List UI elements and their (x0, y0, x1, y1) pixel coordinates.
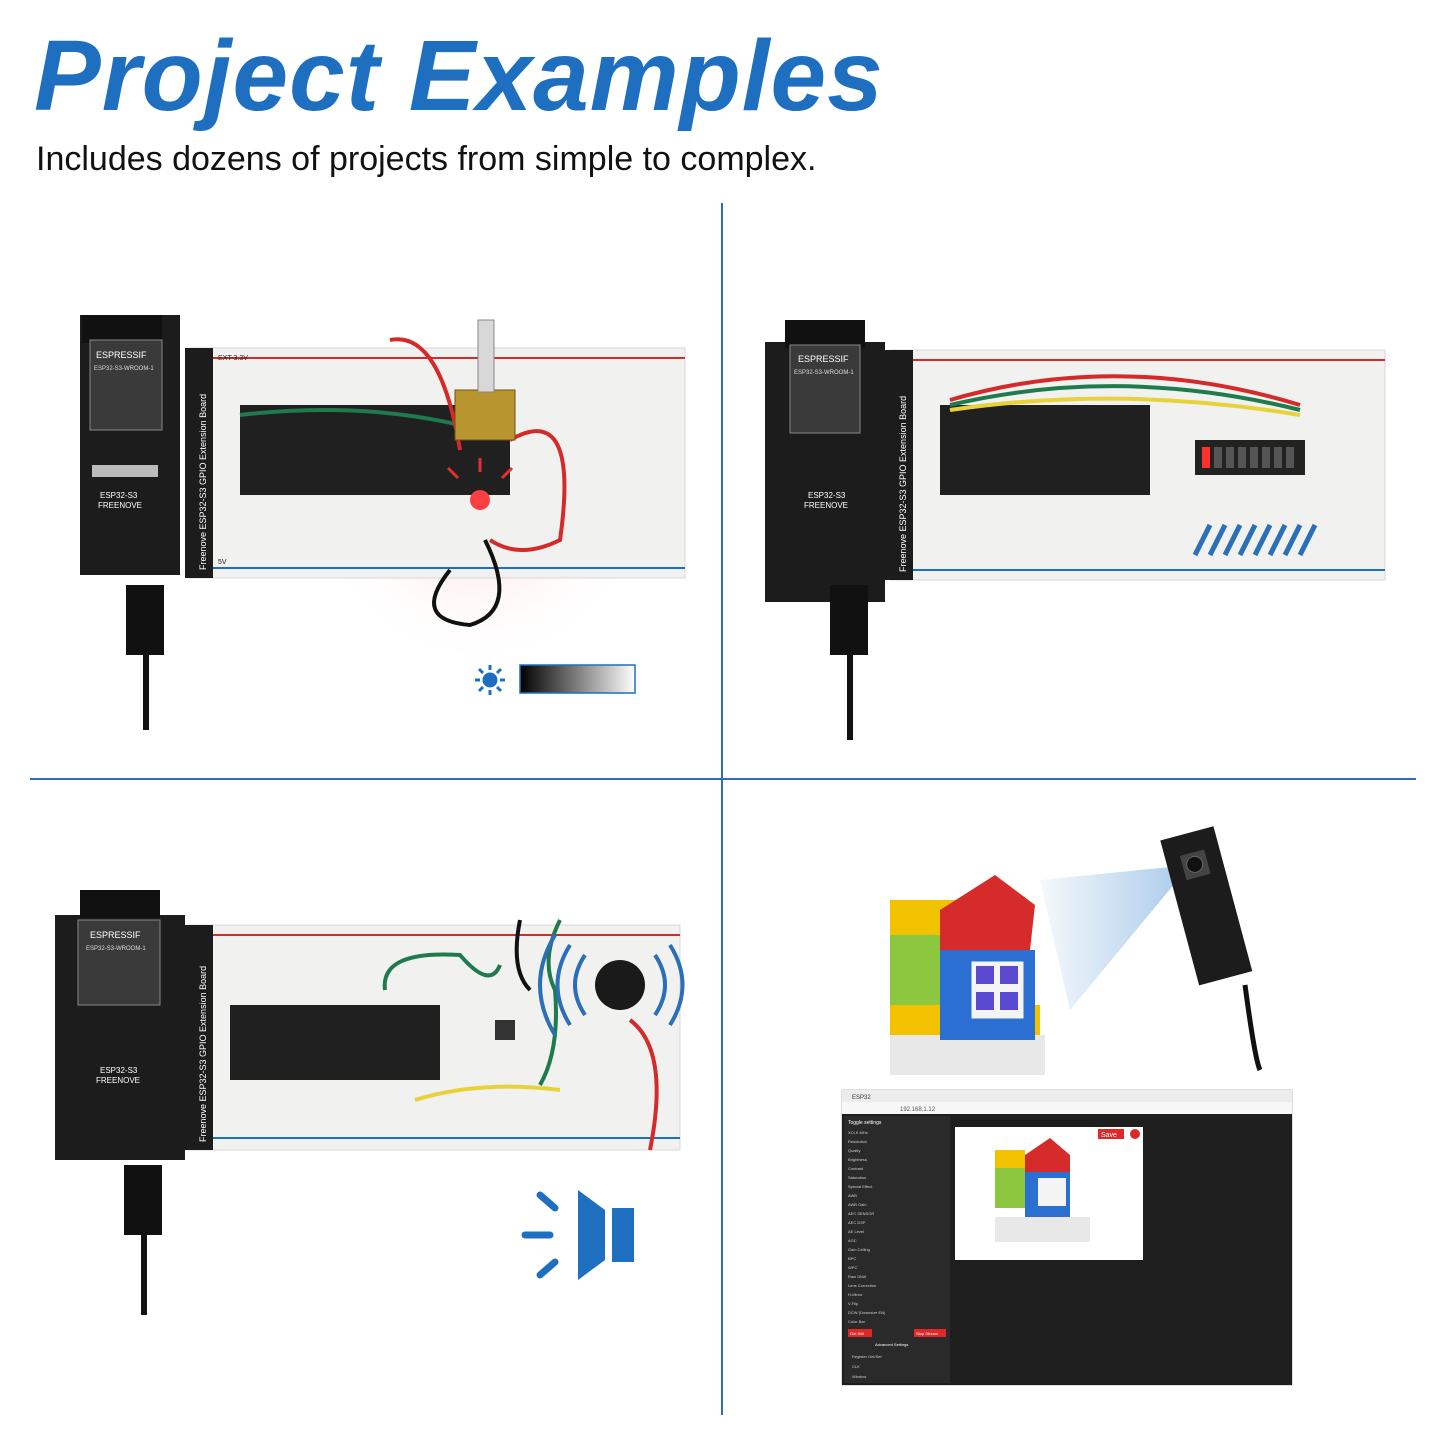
svg-text:Color Bar: Color Bar (848, 1319, 866, 1324)
chip-label: ESP32-S3 (100, 491, 138, 500)
brand-label: FREENOVE (98, 501, 142, 510)
extension-label: Freenove ESP32-S3 GPIO Extension Board (198, 966, 208, 1142)
camera-cable (1242, 984, 1263, 1072)
module-model: ESP32-S3-WROOM-1 (94, 366, 154, 372)
sound-waves (538, 933, 685, 1037)
led-light-rays (446, 458, 514, 480)
wire-green (382, 952, 502, 991)
page-title: Project Examples (34, 20, 884, 132)
svg-text:Saturation: Saturation (848, 1175, 866, 1180)
led-bar-segments (1202, 447, 1294, 468)
svg-text:Resolution: Resolution (848, 1139, 867, 1144)
wire-red (628, 1018, 659, 1151)
get-still-button[interactable] (848, 1329, 872, 1337)
svg-text:AEC DSP: AEC DSP (848, 1220, 866, 1225)
svg-text:AWB: AWB (848, 1193, 857, 1198)
wire-red (949, 374, 1301, 407)
svg-text:Quality: Quality (848, 1148, 860, 1153)
svg-text:Special Effect: Special Effect (848, 1184, 873, 1189)
camera-board (1160, 826, 1253, 986)
ext-label: EXT-3.3V (218, 355, 248, 362)
v5-label: 5V (218, 559, 227, 566)
module-brand: ESPRESSIF (96, 350, 147, 360)
stop-stream-label: Stop Stream (916, 1331, 939, 1336)
extension-label: Freenove ESP32-S3 GPIO Extension Board (898, 396, 908, 572)
usb-cable (124, 1165, 162, 1235)
extension-header (230, 1005, 440, 1080)
close-icon[interactable] (1130, 1129, 1140, 1139)
extension-label: Freenove ESP32-S3 GPIO Extension Board (198, 394, 208, 570)
module-brand: ESPRESSIF (798, 354, 849, 364)
settings-panel (844, 1116, 950, 1383)
usb-cable (830, 585, 868, 655)
svg-text:Lens Correction: Lens Correction (848, 1283, 876, 1288)
browser-tab: ESP32 (852, 1095, 871, 1101)
horizontal-divider (30, 778, 1416, 780)
save-label: Save (1101, 1132, 1117, 1139)
svg-text:Raw GMA: Raw GMA (848, 1274, 867, 1279)
led (470, 490, 490, 510)
svg-text:CLK: CLK (852, 1364, 860, 1369)
module-model: ESP32-S3-WROOM-1 (794, 370, 854, 376)
buzzer (595, 960, 645, 1010)
svg-text:DCW (Downsize EN): DCW (Downsize EN) (848, 1310, 886, 1315)
svg-text:XCLK MHz: XCLK MHz (848, 1130, 868, 1135)
page-subtitle: Includes dozens of projects from simple … (36, 140, 817, 178)
stop-stream-button[interactable] (914, 1329, 946, 1337)
brightness-icon (475, 665, 505, 695)
svg-text:Window: Window (852, 1374, 866, 1379)
settings-list: XCLK MHz Resolution Quality Brightness C… (848, 1130, 886, 1324)
wire-black (514, 919, 532, 992)
extension-header (940, 405, 1150, 495)
panel-led-bar-graph: ESPRESSIF ESP32-S3-WROOM-1 ESP32-S3 FREE… (765, 320, 1386, 740)
svg-text:AEC SENSOR: AEC SENSOR (848, 1211, 874, 1216)
brand-label: FREENOVE (804, 501, 848, 510)
wire-yellow (949, 396, 1301, 417)
panel-buzzer: ESPRESSIF ESP32-S3-WROOM-1 ESP32-S3 FREE… (55, 890, 685, 1315)
brand-label: FREENOVE (96, 1076, 140, 1085)
module-model: ESP32-S3-WROOM-1 (86, 946, 146, 952)
wire-black (432, 539, 502, 628)
vertical-divider (721, 203, 723, 1415)
svg-text:Contrast: Contrast (848, 1166, 864, 1171)
wire-green (949, 384, 1301, 412)
get-still-label: Get Still (850, 1331, 864, 1336)
svg-text:AE Level: AE Level (848, 1229, 864, 1234)
chip-label: ESP32-S3 (808, 491, 846, 500)
save-button[interactable] (1098, 1129, 1124, 1139)
module-brand: ESPRESSIF (90, 930, 141, 940)
push-button (495, 1020, 515, 1040)
usb-cable (126, 585, 164, 655)
svg-text:H-Mirror: H-Mirror (848, 1292, 863, 1297)
chip-label: ESP32-S3 (100, 1066, 138, 1075)
panel-potentiometer-led: ESPRESSIF ESP32-S3-WROOM-1 ESP32-S3 FREE… (80, 315, 686, 730)
svg-text:BPC: BPC (848, 1256, 856, 1261)
svg-text:AWB Gain: AWB Gain (848, 1202, 867, 1207)
panel-camera-web-server: ESP32 192.168.1.12 Toggle settings XCLK … (841, 826, 1293, 1386)
svg-text:WPC: WPC (848, 1265, 857, 1270)
svg-text:V-Flip: V-Flip (848, 1301, 859, 1306)
brightness-gradient-bar (519, 664, 636, 694)
advanced-settings[interactable]: Advanced Settings (875, 1342, 908, 1347)
potentiometer (454, 389, 516, 441)
svg-text:AGC: AGC (848, 1238, 857, 1243)
wire-yellow (414, 1084, 561, 1102)
footer-items: Register Get/Set CLK Window (852, 1354, 882, 1379)
speaker-icon (521, 1190, 634, 1280)
svg-text:Brightness: Brightness (848, 1157, 867, 1162)
wire-green (239, 408, 481, 432)
toggle-settings[interactable]: Toggle settings (848, 1120, 882, 1126)
potentiometer-shaft (477, 319, 495, 393)
browser-url: 192.168.1.12 (900, 1107, 936, 1113)
camera-beam (1040, 865, 1190, 1010)
resistor-array (1192, 523, 1318, 557)
svg-text:Gain Ceiling: Gain Ceiling (848, 1247, 870, 1252)
svg-text:Register Get/Set: Register Get/Set (852, 1354, 882, 1359)
